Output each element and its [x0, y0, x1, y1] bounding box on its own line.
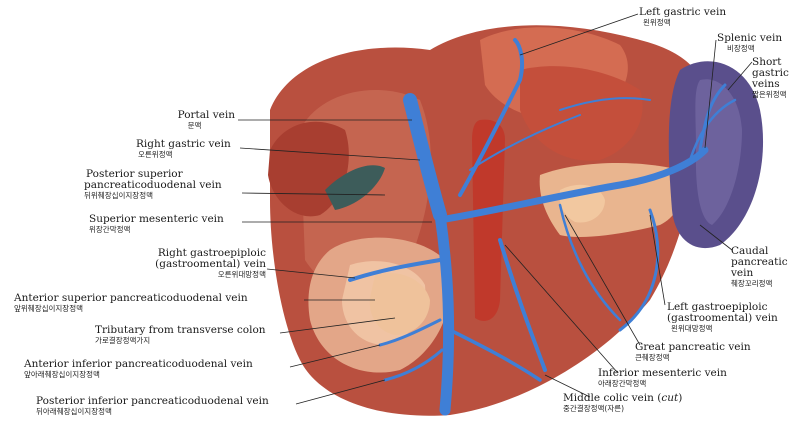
label-korean: 큰췌장정맥 — [635, 353, 670, 362]
label-posterior-superior-pd-vein: Posterior superior pancreaticoduodenal v… — [84, 168, 222, 201]
label-great-pancreatic-vein: Great pancreatic vein 큰췌장정맥 — [635, 341, 751, 363]
label-left-gastroepiploic-vein: Left gastroepiploic (gastroomental) vein… — [667, 301, 778, 334]
label-right-gastroepiploic-vein: Right gastroepiploic (gastroomental) vei… — [155, 247, 266, 280]
label-text-2: gastric — [752, 67, 789, 79]
label-superior-mesenteric-vein: Superior mesenteric vein 위장간막정맥 — [89, 213, 224, 235]
label-text: Middle colic vein (cut) — [563, 393, 682, 404]
label-text: Right gastric vein — [136, 138, 231, 150]
label-text: Posterior inferior pancreaticoduodenal v… — [36, 395, 269, 407]
label-korean: 오른위정맥 — [138, 150, 173, 159]
label-text: Superior mesenteric vein — [89, 213, 224, 225]
right-gastroepiploic-vein — [348, 258, 442, 282]
label-text: Portal vein — [177, 109, 235, 121]
splenic-vein — [436, 146, 709, 224]
label-right-gastric-vein: Right gastric vein 오른위정맥 — [136, 138, 231, 160]
label-text-1: Short — [752, 56, 782, 68]
middle-colic-vein — [448, 328, 542, 382]
label-splenic-vein: Splenic vein 비장정맥 — [717, 32, 783, 54]
label-portal-vein: Portal vein 문맥 — [177, 109, 235, 131]
label-korean: 중간결장정맥(자른) — [563, 404, 625, 413]
label-korean: 앞위췌장십이지장정맥 — [14, 304, 83, 313]
label-caudal-pancreatic-vein: Caudal pancreatic vein 췌장꼬리정맥 — [731, 245, 788, 289]
label-text-1: Right gastroepiploic — [157, 247, 266, 259]
inferior-mesenteric-vein — [498, 238, 547, 372]
label-text-1: Posterior superior — [86, 168, 183, 180]
venous-system — [348, 38, 737, 416]
label-text: Anterior inferior pancreaticoduodenal ve… — [24, 358, 253, 370]
label-korean: 아래장간막정맥 — [598, 379, 647, 388]
superior-mesenteric-vein — [434, 209, 455, 416]
label-korean: 오른위대망정맥 — [217, 270, 266, 279]
label-text-end: ) — [678, 392, 683, 404]
label-text-2: (gastroomental) vein — [155, 258, 266, 270]
label-text: Inferior mesenteric vein — [598, 367, 727, 379]
label-korean: 뒤위췌장십이지장정맥 — [84, 191, 153, 200]
ant-inf-pd-vein — [378, 318, 442, 347]
label-korean: 앞아래췌장십이지장정맥 — [24, 370, 100, 379]
label-text: Tributary from transverse colon — [95, 324, 266, 336]
label-korean: 뒤아래췌장십이지장정맥 — [36, 407, 112, 416]
label-text: Great pancreatic vein — [635, 341, 751, 353]
label-short-gastric-veins: Short gastric veins 짧은위정맥 — [752, 56, 789, 100]
leader-lines — [238, 13, 753, 405]
label-anterior-superior-pd-vein: Anterior superior pancreaticoduodenal ve… — [14, 292, 248, 314]
gallbladder — [325, 165, 385, 210]
label-text-3: veins — [752, 78, 780, 90]
label-text-2: pancreaticoduodenal vein — [84, 179, 222, 191]
label-text-3: vein — [731, 267, 754, 279]
label-left-gastric-vein: Left gastric vein 왼위정맥 — [639, 6, 727, 28]
label-korean: 췌장꼬리정맥 — [731, 279, 773, 288]
label-text-1: Left gastroepiploic — [667, 301, 768, 313]
post-inf-pd-vein — [383, 348, 444, 382]
label-korean: 가로결장정맥가지 — [95, 336, 151, 345]
aorta — [472, 119, 505, 321]
label-text-main: Middle colic vein ( — [563, 392, 662, 404]
label-korean: 짧은위정맥 — [752, 90, 787, 99]
label-text-2: (gastroomental) vein — [667, 312, 778, 324]
label-text-cut: cut — [661, 392, 679, 404]
label-anterior-inferior-pd-vein: Anterior inferior pancreaticoduodenal ve… — [24, 358, 253, 380]
label-tributary-transverse-colon: Tributary from transverse colon 가로결장정맥가지 — [95, 324, 266, 346]
label-inferior-mesenteric-vein: Inferior mesenteric vein 아래장간막정맥 — [598, 367, 727, 389]
label-korean: 왼위대망정맥 — [671, 324, 713, 333]
label-posterior-inferior-pd-vein: Posterior inferior pancreaticoduodenal v… — [36, 395, 269, 417]
label-text: Splenic vein — [717, 32, 783, 44]
great-pancreatic-vein — [558, 203, 622, 322]
label-text-2: pancreatic — [731, 256, 788, 268]
label-korean: 왼위정맥 — [643, 18, 671, 27]
label-korean: 위장간막정맥 — [89, 225, 131, 234]
label-text: Anterior superior pancreaticoduodenal ve… — [14, 292, 248, 304]
label-middle-colic-vein: Middle colic vein (cut) 중간결장정맥(자른) — [563, 393, 682, 414]
label-text: Left gastric vein — [639, 6, 727, 18]
label-korean: 문맥 — [187, 121, 202, 130]
left-gastroepiploic-vein — [618, 208, 660, 332]
label-text-1: Caudal — [731, 245, 769, 257]
portal-vein — [403, 93, 447, 222]
label-korean: 비장정맥 — [727, 44, 755, 53]
